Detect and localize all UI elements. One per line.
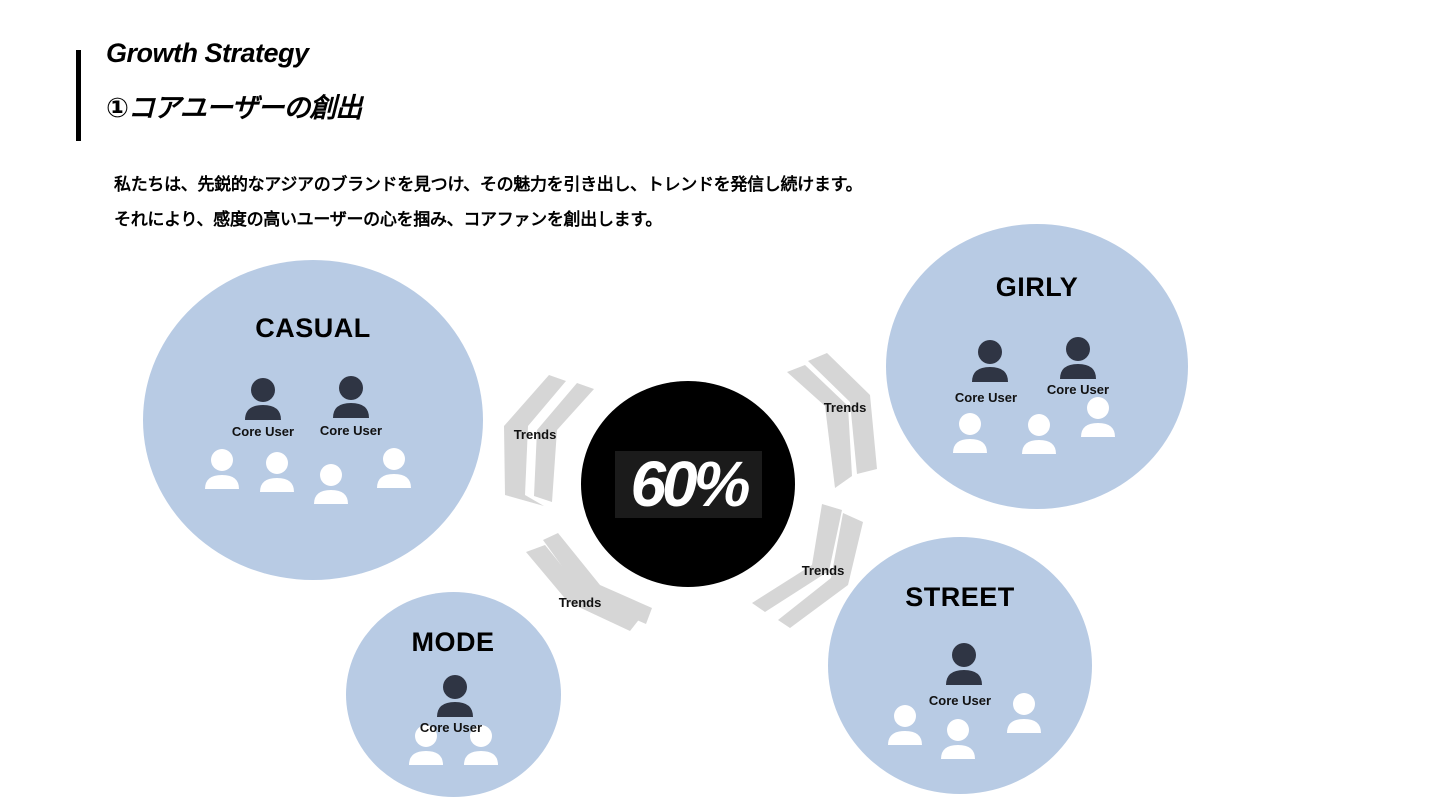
core-user-icon xyxy=(437,675,473,717)
user-icon xyxy=(409,725,443,765)
page-title-ja: ①コアユーザーの創出 xyxy=(106,93,362,123)
user-icon xyxy=(464,725,498,765)
segment-circle-casual xyxy=(143,260,483,580)
user-icon xyxy=(1007,693,1041,733)
user-icon xyxy=(205,449,239,489)
core-user-icon xyxy=(972,340,1008,382)
core-user-label: Core User xyxy=(231,424,295,439)
user-icon xyxy=(888,705,922,745)
arrow-street-outer xyxy=(752,504,842,612)
arrow-casual-outer xyxy=(504,375,566,506)
core-user-icon xyxy=(946,643,982,685)
arrow-girly-inner xyxy=(808,353,877,474)
hub-logo: 60% xyxy=(615,451,762,518)
user-icon xyxy=(953,413,987,453)
core-user-icon xyxy=(333,376,369,418)
arrow-casual-inner xyxy=(534,383,594,502)
core-user-icon xyxy=(1060,337,1096,379)
intro-line-1: 私たちは、先鋭的なアジアのブランドを見つけ、その魅力を引き出し、トレンドを発信し… xyxy=(114,175,863,194)
user-icon xyxy=(1081,397,1115,437)
trend-label-street: Trends xyxy=(801,563,845,578)
core-user-label: Core User xyxy=(954,390,1018,405)
core-user-label: Core User xyxy=(928,693,992,708)
segment-title-girly: GIRLY xyxy=(995,272,1079,302)
user-icon xyxy=(377,448,411,488)
core-user-label: Core User xyxy=(419,720,483,735)
core-user-label: Core User xyxy=(1046,382,1110,397)
user-icon xyxy=(260,452,294,492)
segment-circle-girly xyxy=(886,224,1188,509)
segment-title-mode: MODE xyxy=(411,627,495,657)
header-accent-bar xyxy=(76,50,81,141)
page-title-en: Growth Strategy xyxy=(106,38,309,68)
core-user-label: Core User xyxy=(319,423,383,438)
user-icon xyxy=(941,719,975,759)
arrow-street-inner xyxy=(778,513,863,628)
user-icon xyxy=(1022,414,1056,454)
trend-label-casual: Trends xyxy=(513,427,557,442)
arrow-girly-outer xyxy=(787,365,852,488)
trend-label-girly: Trends xyxy=(823,400,867,415)
segment-title-street: STREET xyxy=(905,582,1015,612)
core-user-icon xyxy=(245,378,281,420)
trend-label-mode: Trends xyxy=(558,595,602,610)
intro-line-2: それにより、感度の高いユーザーの心を掴み、コアファンを創出します。 xyxy=(114,210,663,229)
segment-title-casual: CASUAL xyxy=(255,313,371,343)
arrow-mode-inner xyxy=(543,533,652,624)
user-icon xyxy=(314,464,348,504)
